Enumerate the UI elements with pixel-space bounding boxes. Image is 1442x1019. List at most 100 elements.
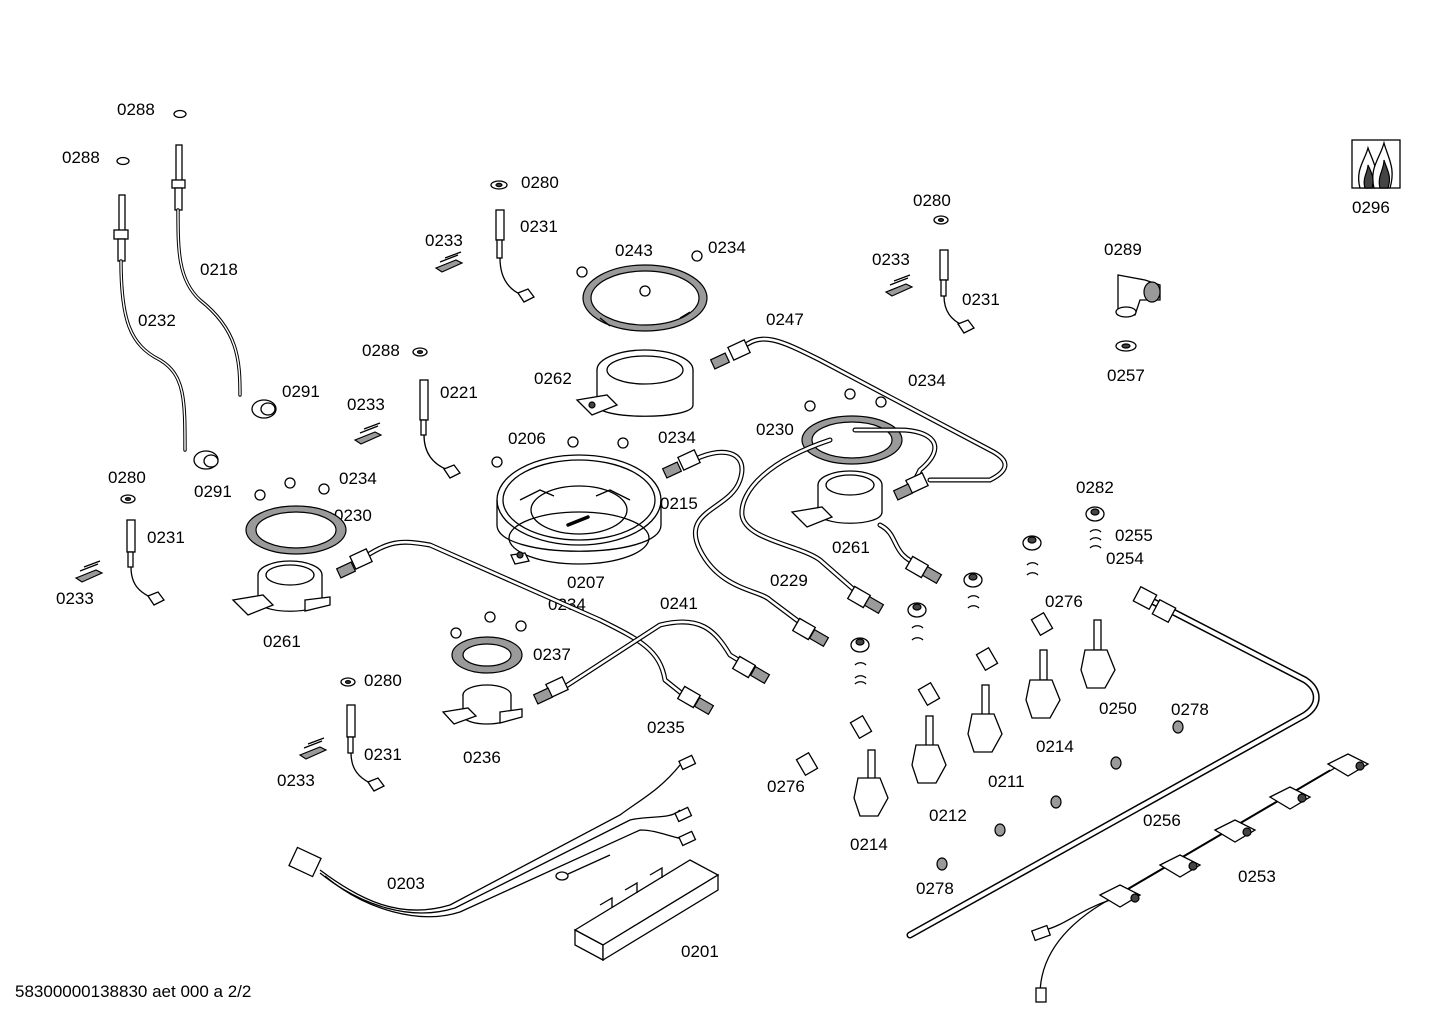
- part-labels: 0288 0288 0218 0232 0291 0291 0280 0231 …: [15, 100, 1390, 1001]
- burner-screws-0234-lower: [450, 611, 527, 639]
- thermocouple-0232: [113, 156, 219, 470]
- label-0257: 0257: [1107, 366, 1145, 385]
- clip-0233-top: [434, 251, 464, 273]
- label-0243: 0243: [615, 241, 653, 260]
- label-0280-lower: 0280: [364, 671, 402, 690]
- burner-0206: [496, 454, 662, 546]
- clip-0233-left: [74, 560, 104, 583]
- label-0230-left: 0230: [334, 506, 372, 525]
- label-0253: 0253: [1238, 867, 1276, 886]
- label-0234-left: 0234: [339, 469, 377, 488]
- electrode-0231-right: [933, 215, 975, 334]
- spark-generator-0201: [573, 859, 720, 962]
- label-0230-right: 0230: [756, 420, 794, 439]
- label-0261-left: 0261: [263, 632, 301, 651]
- burner-base-0236: [441, 684, 523, 725]
- wiring-harness-0203: [288, 754, 697, 918]
- label-0212: 0212: [929, 806, 967, 825]
- footer-document-id: 58300000138830 aet 000 a 2/2: [15, 982, 251, 1001]
- electrode-0221: [419, 379, 461, 479]
- ignition-harness-0256: [1030, 753, 1370, 1003]
- label-0229: 0229: [770, 571, 808, 590]
- label-0231-top: 0231: [520, 217, 558, 236]
- label-0291-left: 0291: [194, 482, 232, 501]
- label-0276-right: 0276: [1045, 592, 1083, 611]
- label-0250: 0250: [1099, 699, 1137, 718]
- label-0256: 0256: [1143, 811, 1181, 830]
- label-0203: 0203: [387, 874, 425, 893]
- main-gas-rail: [906, 585, 1320, 939]
- label-0233-mid: 0233: [347, 395, 385, 414]
- gas-valves: [853, 619, 1116, 817]
- label-0207: 0207: [567, 573, 605, 592]
- label-0235: 0235: [647, 718, 685, 737]
- washer-0288-mid: [412, 347, 428, 357]
- label-0234-center: 0234: [658, 428, 696, 447]
- label-0234-top: 0234: [708, 238, 746, 257]
- thermocouple-magnets-0276: [795, 611, 1054, 777]
- label-0278-right: 0278: [1171, 700, 1209, 719]
- clip-0233-lower: [298, 737, 328, 760]
- label-0233-lower: 0233: [277, 771, 315, 790]
- label-0236: 0236: [463, 748, 501, 767]
- label-0231-left: 0231: [147, 528, 185, 547]
- label-0280-right: 0280: [913, 191, 951, 210]
- label-0247: 0247: [766, 310, 804, 329]
- elbow-connector-0289: [1115, 274, 1161, 318]
- label-0280-top: 0280: [521, 173, 559, 192]
- label-0231-right: 0231: [962, 290, 1000, 309]
- label-0231-lower: 0231: [364, 745, 402, 764]
- label-0241: 0241: [660, 594, 698, 613]
- nozzles-0278: [936, 720, 1184, 871]
- label-0233-left: 0233: [56, 589, 94, 608]
- electrode-0231-lower: [340, 677, 385, 792]
- washer-0257: [1115, 340, 1137, 352]
- label-0288-mid: 0288: [362, 341, 400, 360]
- burner-seal-0243: [576, 250, 708, 332]
- label-0234-right: 0234: [908, 371, 946, 390]
- label-0296: 0296: [1352, 198, 1390, 217]
- label-0214-right: 0214: [1036, 737, 1074, 756]
- label-0262: 0262: [534, 369, 572, 388]
- label-0215: 0215: [660, 494, 698, 513]
- electrode-0231-top: [490, 180, 535, 303]
- pipe-fittings: [335, 338, 943, 716]
- label-0233-right: 0233: [872, 250, 910, 269]
- knob-cap-0282: [1085, 506, 1105, 549]
- gas-pipes: [357, 336, 1008, 703]
- burner-screws-0234-left: [254, 477, 330, 501]
- burner-base-0261-right: [790, 470, 883, 528]
- label-0288-top: 0288: [117, 100, 155, 119]
- burner-seal-0230-left: [245, 505, 347, 555]
- label-0289: 0289: [1104, 240, 1142, 259]
- label-0254: 0254: [1106, 549, 1144, 568]
- clip-0233-mid: [353, 422, 383, 445]
- burner-screws-0234: [491, 436, 629, 468]
- valve-caps: [850, 535, 1042, 685]
- label-0255: 0255: [1115, 526, 1153, 545]
- burner-base-0261-left: [231, 560, 331, 616]
- burner-screws-0234-right: [804, 388, 887, 412]
- label-0201: 0201: [681, 942, 719, 961]
- label-0232: 0232: [138, 311, 176, 330]
- gas-flame-icon-0296: [1351, 139, 1401, 189]
- clip-0233-right: [884, 274, 914, 297]
- electrode-0231-left: [120, 494, 165, 606]
- label-0288-left: 0288: [62, 148, 100, 167]
- label-0218: 0218: [200, 260, 238, 279]
- label-0221: 0221: [440, 383, 478, 402]
- burner-base-0207: [496, 500, 662, 565]
- label-0278-bottom: 0278: [916, 879, 954, 898]
- burner-seal-0237: [451, 636, 523, 674]
- burner-base-0262: [575, 349, 694, 417]
- label-0237: 0237: [533, 645, 571, 664]
- label-0206: 0206: [508, 429, 546, 448]
- burner-seal-0230-right: [801, 415, 903, 465]
- label-0261-right: 0261: [832, 538, 870, 557]
- label-0280-left: 0280: [108, 468, 146, 487]
- label-0276-left: 0276: [767, 777, 805, 796]
- label-0291-right: 0291: [282, 382, 320, 401]
- label-0214-left: 0214: [850, 835, 888, 854]
- label-0233-top: 0233: [425, 231, 463, 250]
